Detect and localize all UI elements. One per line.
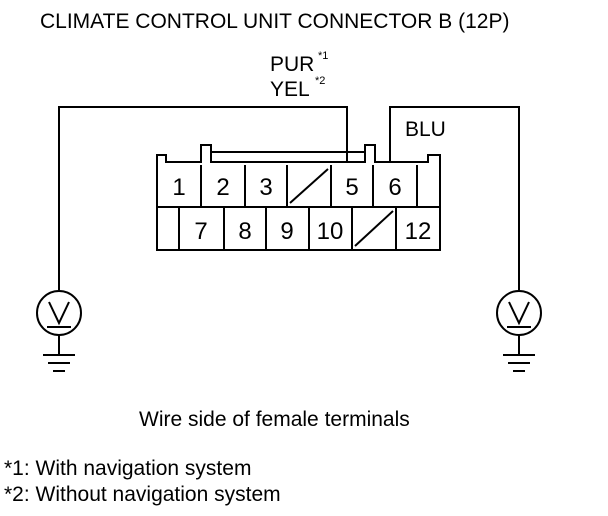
pin-3: 3 xyxy=(259,174,272,201)
footnote-mark-2: *2 xyxy=(315,75,325,87)
footnote-mark-1: *1 xyxy=(318,50,328,62)
footnote-2: *2: Without navigation system xyxy=(4,483,281,506)
wire-label-blu: BLU xyxy=(405,118,446,141)
wire-label-pur: PUR xyxy=(270,53,314,76)
pin-2: 2 xyxy=(216,174,229,201)
voltmeter-icon xyxy=(36,290,82,336)
voltmeter-icon xyxy=(496,290,542,336)
left-probe-wire xyxy=(58,106,348,290)
pin-12: 12 xyxy=(405,218,432,245)
empty-cavity-4 xyxy=(289,168,329,204)
ground-icon xyxy=(43,335,75,372)
diagram-caption: Wire side of female terminals xyxy=(139,408,410,431)
pin-6: 6 xyxy=(388,174,401,201)
diagram-title: CLIMATE CONTROL UNIT CONNECTOR B (12P) xyxy=(40,10,509,33)
pin-8: 8 xyxy=(238,218,251,245)
pin-9: 9 xyxy=(280,218,293,245)
footnote-1: *1: With navigation system xyxy=(4,457,251,480)
pin-5: 5 xyxy=(345,174,358,201)
pin-10: 10 xyxy=(317,218,344,245)
pin-1: 1 xyxy=(172,174,185,201)
ground-icon xyxy=(503,335,535,372)
pin-7: 7 xyxy=(194,218,207,245)
wire-label-yel: YEL xyxy=(270,78,310,101)
empty-cavity-11 xyxy=(354,210,394,247)
connector-housing xyxy=(156,144,441,251)
right-probe-wire xyxy=(389,106,520,290)
